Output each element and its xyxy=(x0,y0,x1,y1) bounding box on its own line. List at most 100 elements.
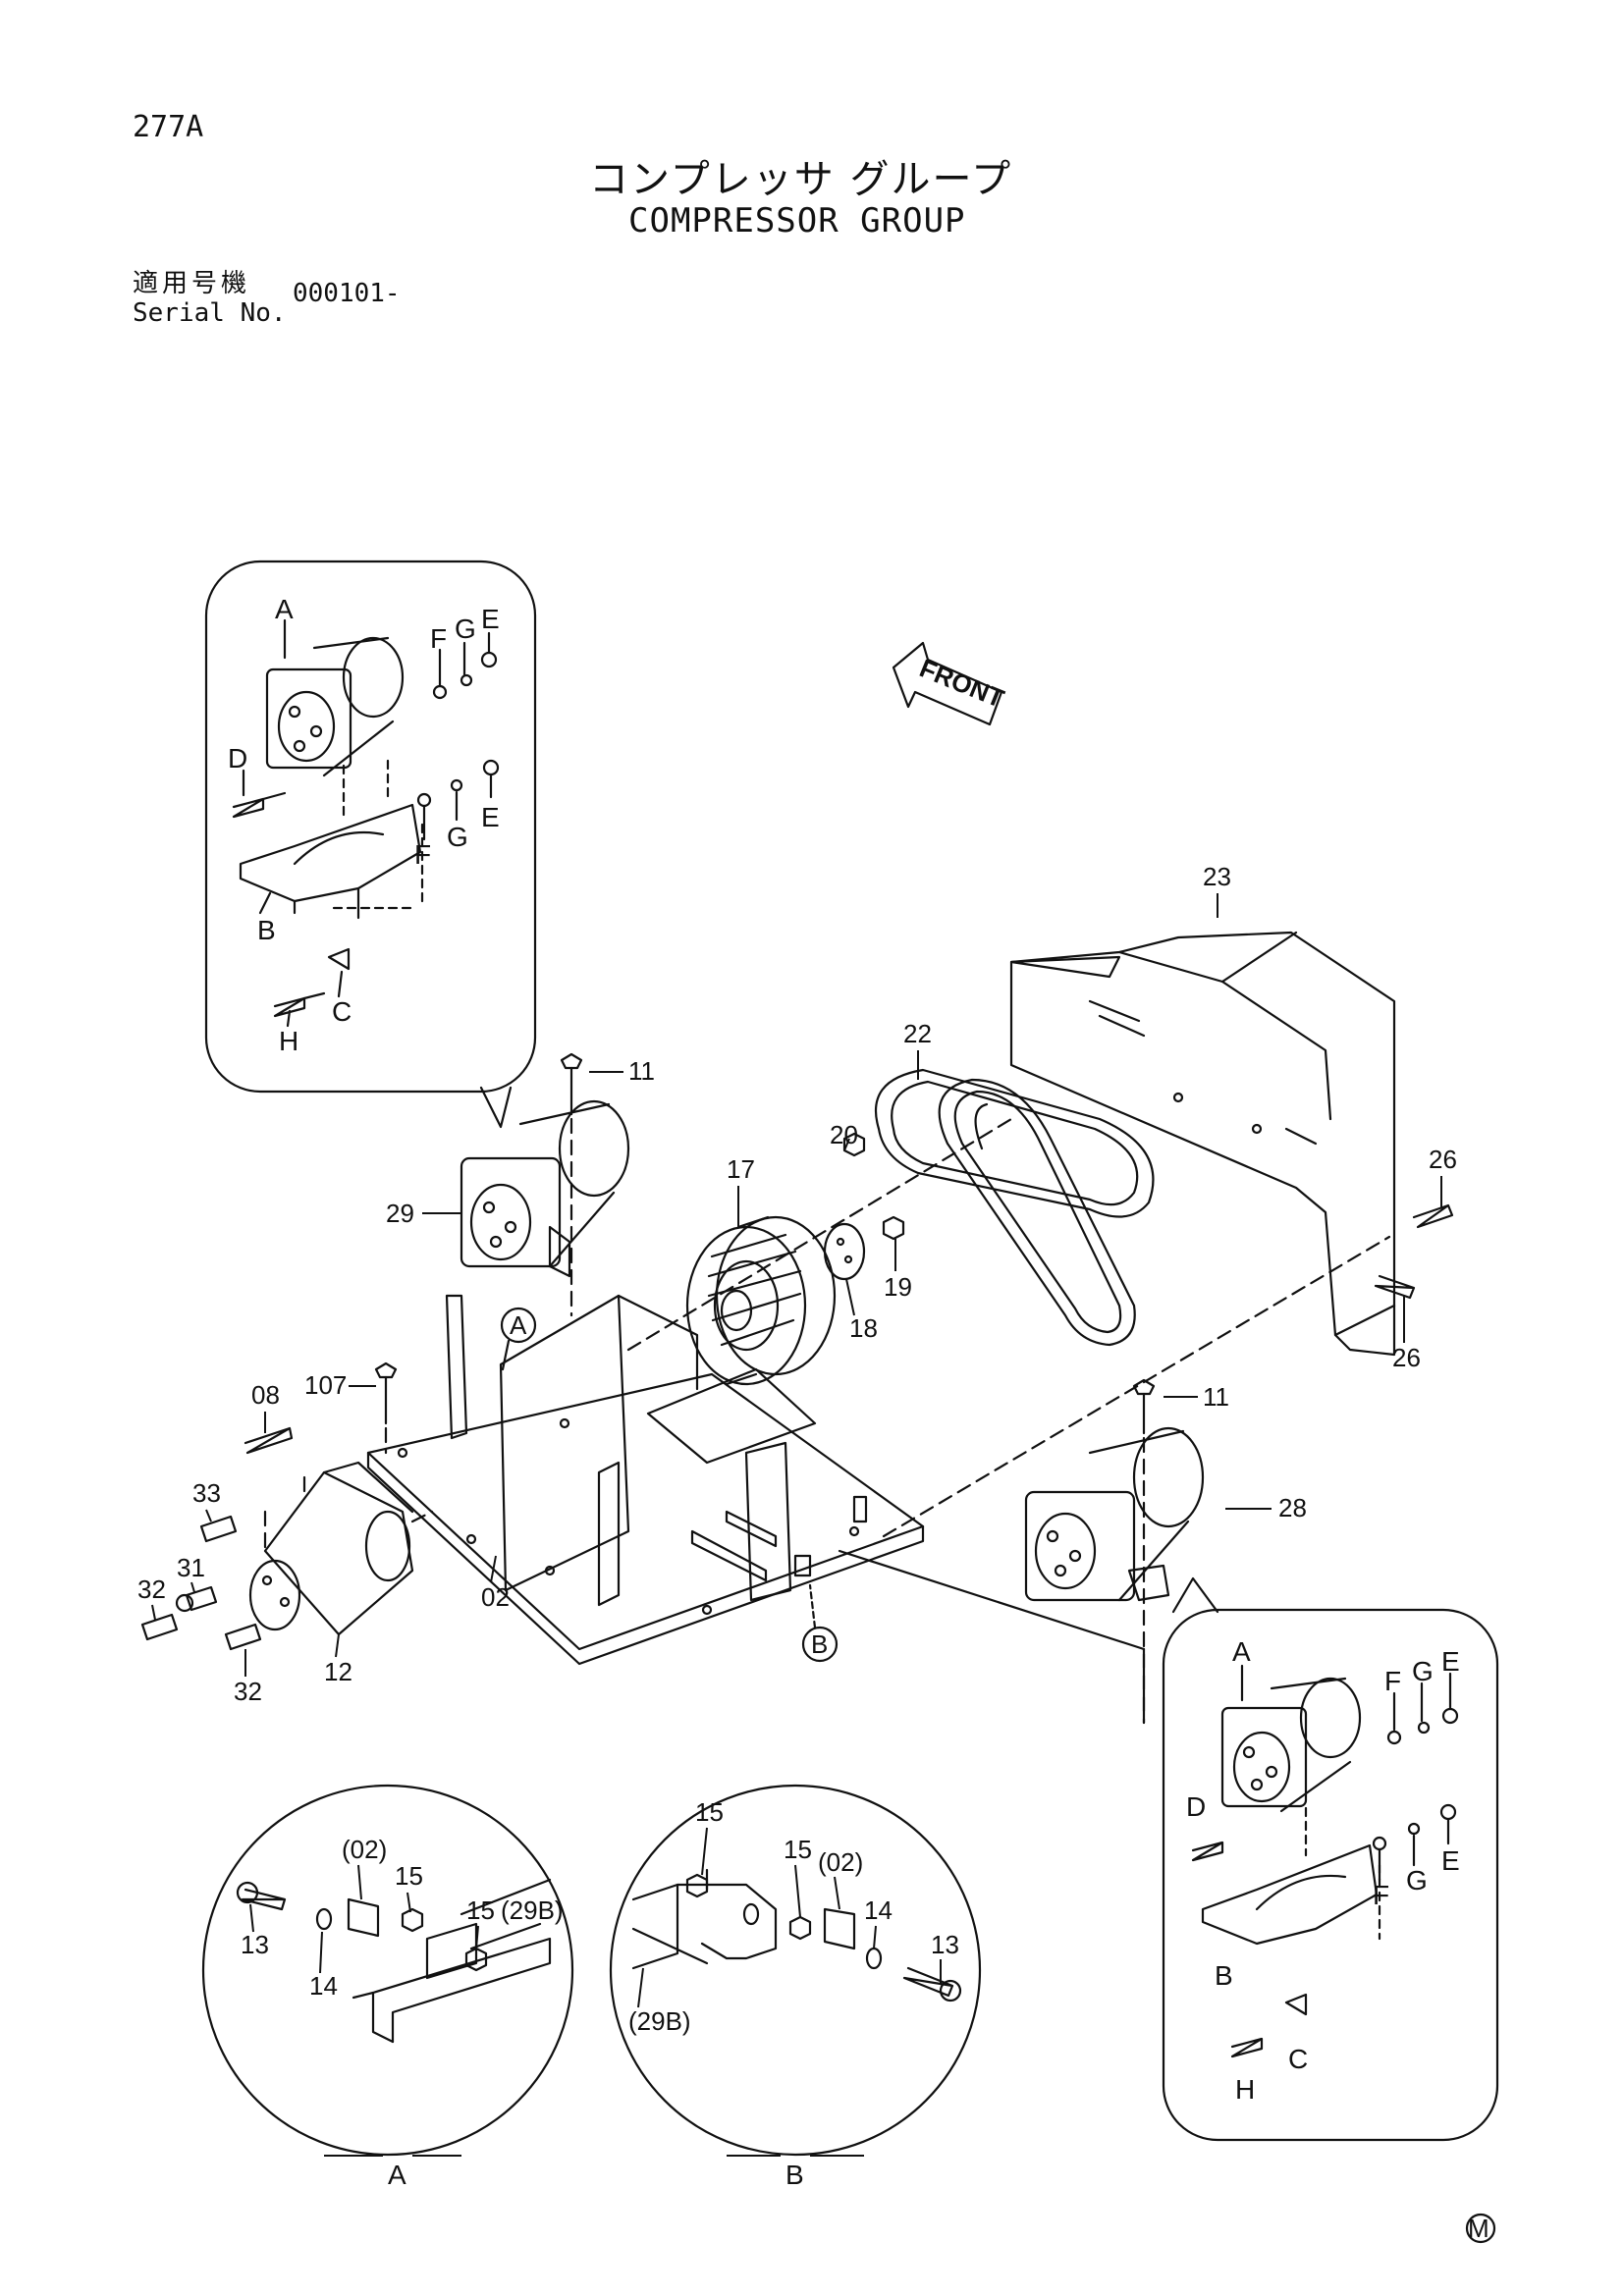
detail-a-marker xyxy=(500,1307,537,1344)
ref-29b: (29B) xyxy=(628,2006,691,2036)
detail-circle-a-label: A xyxy=(388,2160,406,2190)
detail-b-marker-label: B xyxy=(811,1629,828,1659)
bolt-icon xyxy=(273,991,326,1018)
label-E: E xyxy=(1441,1646,1460,1677)
part-number-17: 17 xyxy=(727,1154,755,1184)
label-C: C xyxy=(1288,2044,1308,2074)
label-F: F xyxy=(1384,1666,1401,1696)
manufacturer-mark xyxy=(1465,2213,1496,2244)
belt-guard xyxy=(1009,931,1396,1357)
part-number-22: 22 xyxy=(903,1019,932,1048)
pulley xyxy=(685,1215,837,1386)
fitting-icon xyxy=(199,1515,238,1543)
bolt-icon xyxy=(1412,1203,1454,1229)
part-number-11: 11 xyxy=(628,1056,655,1086)
compressor-lower xyxy=(1024,1426,1205,1602)
part-number-15: 15 xyxy=(784,1835,812,1864)
bolt-icon xyxy=(374,1362,398,1425)
part-number-32: 32 xyxy=(234,1677,262,1706)
part-number-33: 33 xyxy=(192,1478,221,1508)
clip-icon xyxy=(1284,1993,1308,2016)
part-number-20: 20 xyxy=(830,1120,858,1149)
page-title-japanese: コンプレッサ グループ xyxy=(589,157,1013,202)
mounting-base xyxy=(366,1294,925,1666)
label-E: E xyxy=(481,604,500,634)
label-C: C xyxy=(332,996,352,1027)
label-E: E xyxy=(1441,1845,1460,1876)
part-number-12: 12 xyxy=(324,1657,352,1686)
label-E: E xyxy=(481,802,500,832)
label-A: A xyxy=(275,594,294,624)
part-number-28: 28 xyxy=(1278,1493,1307,1522)
label-G: G xyxy=(447,822,468,852)
label-A: A xyxy=(1232,1636,1251,1667)
part-number-13: 13 xyxy=(931,1930,959,1959)
label-F: F xyxy=(430,623,447,654)
label-G: G xyxy=(455,614,476,644)
serial-label: Serial No. xyxy=(133,298,287,328)
serial-label-japanese: 適用号機 xyxy=(133,269,251,298)
front-label: FRONT xyxy=(916,653,1008,713)
part-number-31: 31 xyxy=(177,1553,205,1582)
v-belts xyxy=(874,1068,1155,1347)
fitting-icon xyxy=(224,1623,262,1651)
bolt-icon xyxy=(232,791,287,819)
part-number-14: 14 xyxy=(864,1896,893,1925)
hydraulic-motor xyxy=(248,1461,414,1636)
detail-circle-b-label: B xyxy=(785,2160,804,2190)
part-number-13: 13 xyxy=(241,1930,269,1959)
part-number-02: 02 xyxy=(481,1582,510,1612)
page-number: 277A xyxy=(133,110,204,144)
label-F: F xyxy=(414,839,431,870)
compressor-upper xyxy=(460,1099,630,1278)
part-number-26: 26 xyxy=(1429,1145,1457,1174)
part-number-15: 15 xyxy=(466,1896,495,1925)
part-number-23: 23 xyxy=(1203,862,1231,891)
washer-plate xyxy=(823,1222,866,1281)
page-title: COMPRESSOR GROUP xyxy=(628,201,966,240)
label-B: B xyxy=(1215,1960,1233,1991)
label-D: D xyxy=(1186,1791,1206,1822)
label-F: F xyxy=(1373,1880,1389,1910)
fitting-icon xyxy=(175,1585,218,1613)
bolt-icon xyxy=(560,1052,583,1116)
fitting-icon xyxy=(140,1613,179,1641)
label-B: B xyxy=(257,915,276,945)
part-number-08: 08 xyxy=(251,1380,280,1410)
part-number-18: 18 xyxy=(849,1313,878,1343)
detail-b-marker xyxy=(801,1626,839,1663)
detail-circle-b xyxy=(609,1784,982,2157)
label-D: D xyxy=(228,743,247,774)
bolt-icon xyxy=(1132,1378,1156,1435)
label-G: G xyxy=(1412,1656,1434,1686)
label-H: H xyxy=(1235,2074,1255,2105)
part-number-15: 15 xyxy=(395,1861,423,1891)
part-number-15: 15 xyxy=(695,1797,724,1827)
ref-02: (02) xyxy=(818,1847,863,1877)
manufacturer-mark-letter: M xyxy=(1468,2214,1489,2243)
detail-box-upper-left xyxy=(204,560,537,1129)
part-number-19: 19 xyxy=(884,1272,912,1302)
ref-02: (02) xyxy=(342,1835,387,1864)
part-number-107: 107 xyxy=(304,1370,347,1400)
label-H: H xyxy=(279,1026,298,1056)
bolt-icon xyxy=(1374,1274,1416,1300)
part-number-26: 26 xyxy=(1392,1343,1421,1372)
front-direction-arrow xyxy=(892,641,1003,726)
detail-circle-a xyxy=(201,1784,574,2157)
part-number-32: 32 xyxy=(137,1575,166,1604)
label-G: G xyxy=(1406,1865,1428,1896)
detail-a-marker-label: A xyxy=(510,1310,527,1340)
nut-icon xyxy=(882,1215,905,1241)
detail-box-lower-right xyxy=(1162,1576,1499,2142)
bolt-icon xyxy=(244,1426,294,1455)
bolt-icon xyxy=(1230,2037,1264,2058)
bolt-icon xyxy=(1191,1841,1224,1862)
ref-29b: (29B) xyxy=(501,1896,564,1925)
part-number-29: 29 xyxy=(386,1199,414,1228)
clip-icon xyxy=(327,947,351,971)
part-number-11: 11 xyxy=(1203,1382,1229,1412)
serial-number-value: 000101- xyxy=(293,279,401,308)
part-number-14: 14 xyxy=(309,1971,338,2001)
